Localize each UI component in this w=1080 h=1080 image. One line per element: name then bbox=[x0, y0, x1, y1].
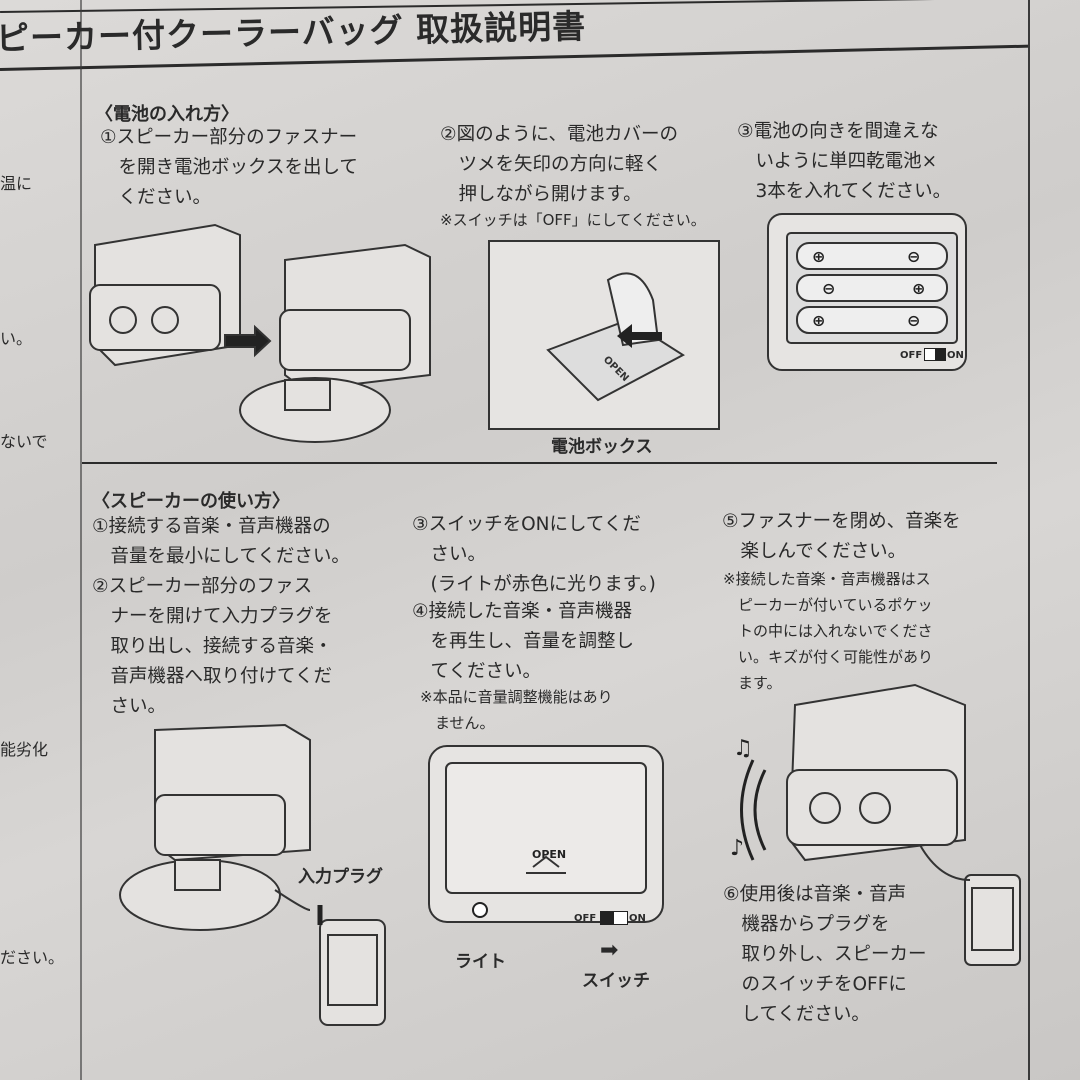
speaker-section-heading: 〈スピーカーの使い方〉 bbox=[92, 491, 290, 512]
open-label: OPEN bbox=[532, 848, 566, 861]
battery-step-2: ②図のように、電池カバーの ツメを矢印の方向に軽く 押しながら開けます。 bbox=[440, 124, 679, 205]
battery-cover-illustration: OPEN bbox=[488, 240, 720, 430]
svg-text:⊕: ⊕ bbox=[812, 311, 825, 330]
battery-section-heading: 〈電池の入れ方〉 bbox=[95, 104, 239, 125]
light-label: ライト bbox=[455, 952, 506, 972]
svg-text:⊕: ⊕ bbox=[912, 279, 925, 298]
speaker-step-2: ②スピーカー部分のファス ナーを開けて入力プラグを 取り出し、接続する音楽・ 音… bbox=[92, 576, 333, 717]
speaker-step-6: ⑥使用後は音楽・音声 機器からプラグを 取り外し、スピーカー のスイッチをOFF… bbox=[723, 884, 927, 1025]
speaker-step-4-note: ※本品に音量調整機能はあり ません。 bbox=[420, 688, 613, 732]
svg-text:⊕: ⊕ bbox=[812, 247, 825, 266]
svg-text:⊖: ⊖ bbox=[822, 279, 835, 298]
frame-right-border bbox=[1028, 0, 1030, 1080]
arrow-right-icon: ➡ bbox=[600, 938, 619, 963]
speaker-step-5: ⑤ファスナーを閉め、音楽を 楽しんでください。 bbox=[722, 511, 961, 562]
frame-left-border bbox=[80, 0, 82, 1080]
speaker-step-4: ④接続した音楽・音声機器 を再生し、音量を調整し てください。 bbox=[412, 601, 635, 682]
battery-compartment-illustration: ⊕ ⊖ ⊖ ⊕ ⊕ ⊖ bbox=[767, 213, 967, 371]
battery-step-1: ①スピーカー部分のファスナー を開き電池ボックスを出して ください。 bbox=[100, 127, 358, 208]
battery-box-label: 電池ボックス bbox=[551, 437, 653, 457]
battery-box-light-illustration: OPEN bbox=[428, 745, 664, 923]
switch-on-label: ON bbox=[947, 350, 964, 361]
switch-off-label: OFF bbox=[574, 913, 597, 924]
input-plug-label: 入力プラグ bbox=[298, 867, 383, 887]
svg-text:⊖: ⊖ bbox=[907, 311, 920, 330]
speaker-step-3: ③スイッチをONにしてくだ さい。 (ライトが赤色に光ります。) bbox=[412, 514, 656, 595]
power-switch bbox=[600, 911, 628, 925]
svg-text:⊖: ⊖ bbox=[907, 247, 920, 266]
bag-playing-music-illustration: ♫ ♪ bbox=[730, 683, 1021, 966]
music-note-icon: ♫ bbox=[733, 736, 753, 761]
switch-label: スイッチ bbox=[582, 971, 650, 991]
music-note-icon: ♪ bbox=[730, 836, 744, 861]
margin-fragment: ないで bbox=[0, 432, 48, 451]
bag-plug-illustration bbox=[119, 723, 386, 1026]
speaker-step-1: ①接続する音楽・音声機器の 音量を最小にしてください。 bbox=[92, 516, 350, 567]
margin-fragment: 温に bbox=[0, 174, 33, 193]
margin-fragment: い。 bbox=[0, 329, 33, 348]
battery-step-3: ③電池の向きを間違えな いように単四乾電池× 3本を入れてください。 bbox=[737, 121, 952, 202]
margin-fragment: ださい。 bbox=[0, 948, 65, 967]
battery-switch bbox=[924, 348, 946, 361]
switch-off-label: OFF bbox=[900, 350, 923, 361]
speaker-step-5-note: ※接続した音楽・音声機器はス ピーカーが付いているポケッ トの中には入れないでく… bbox=[723, 570, 934, 692]
bag-open-illustration bbox=[89, 223, 431, 443]
switch-on-label: ON bbox=[629, 913, 646, 924]
section-divider bbox=[82, 462, 997, 464]
battery-step-2-note: ※スイッチは「OFF」にしてください。 bbox=[440, 211, 706, 229]
margin-fragment: 能劣化 bbox=[0, 740, 49, 759]
